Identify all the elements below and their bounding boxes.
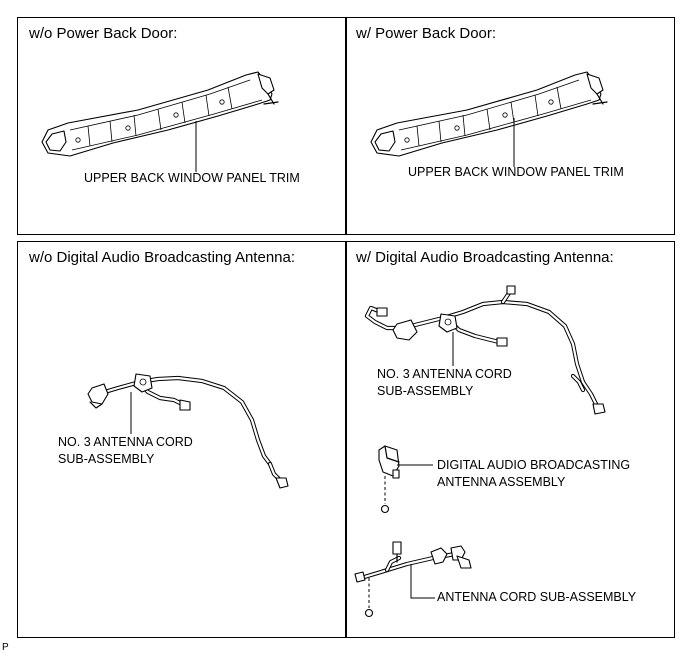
panel-with-dab-antenna: w/ Digital Audio Broadcasting Antenna: [346, 241, 675, 638]
dab-antenna-drawing [378, 445, 433, 514]
upper-back-window-panel-trim-illustration [41, 71, 279, 172]
dab-antenna-label: DIGITAL AUDIO BROADCASTING ANTENNA ASSEM… [437, 457, 630, 491]
no3-cord-label-line2: SUB-ASSEMBLY [377, 384, 474, 398]
dab-antenna-label-line2: ANTENNA ASSEMBLY [437, 475, 566, 489]
no3-antenna-cord-illustration [87, 373, 289, 489]
cord-label: NO. 3 ANTENNA CORD SUB-ASSEMBLY [58, 434, 193, 468]
panel-without-power-back-door: w/o Power Back Door: UPPER BACK WINDOW P… [17, 17, 346, 235]
upper-back-window-panel-trim-illustration [370, 71, 608, 167]
panel-title: w/o Digital Audio Broadcasting Antenna: [29, 249, 296, 266]
figure-reference: P [2, 642, 9, 653]
cord-label-line2: SUB-ASSEMBLY [58, 452, 155, 466]
trim-label: UPPER BACK WINDOW PANEL TRIM [84, 171, 300, 185]
no3-antenna-cord-drawing [364, 285, 606, 415]
panel-without-dab-antenna: w/o Digital Audio Broadcasting Antenna: … [17, 241, 346, 638]
panel-title: w/o Power Back Door: [29, 25, 178, 42]
dab-antenna-label-line1: DIGITAL AUDIO BROADCASTING [437, 458, 631, 472]
no3-cord-label-line1: NO. 3 ANTENNA CORD [377, 367, 512, 381]
cord-label-line1: NO. 3 ANTENNA CORD [58, 435, 193, 449]
antenna-cord-sub-assembly-label: ANTENNA CORD SUB-ASSEMBLY [437, 590, 637, 604]
trim-label: UPPER BACK WINDOW PANEL TRIM [408, 165, 624, 179]
panel-with-power-back-door: w/ Power Back Door: UPPER BACK WINDOW PA… [346, 17, 675, 235]
antenna-cord-sub-assembly-drawing [354, 541, 472, 618]
no3-cord-label: NO. 3 ANTENNA CORD SUB-ASSEMBLY [377, 366, 512, 400]
panel-title: w/ Digital Audio Broadcasting Antenna: [356, 249, 614, 266]
panel-title: w/ Power Back Door: [356, 25, 497, 42]
dab-antenna-components-illustration [354, 285, 606, 618]
